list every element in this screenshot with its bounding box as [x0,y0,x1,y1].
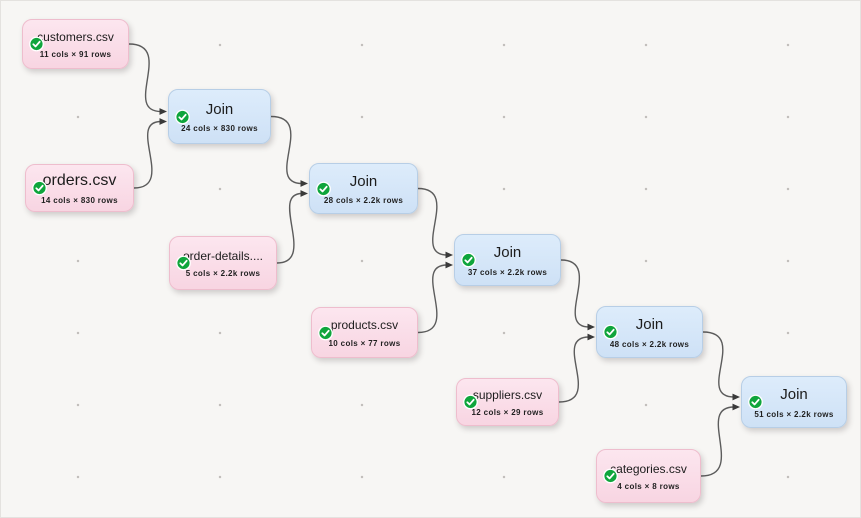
status-ok-icon [32,180,47,196]
node-stats: 14 cols × 830 rows [41,196,118,206]
arrowhead-icon [445,251,453,259]
node-title: products.csv [330,318,399,333]
node-stats: 24 cols × 830 rows [181,124,258,134]
node-suppliers[interactable]: suppliers.csv 12 cols × 29 rows [456,378,559,426]
arrowhead-icon [300,180,308,187]
edge-orders-to-join1 [133,120,162,189]
arrowhead-icon [159,118,167,125]
node-categories[interactable]: categories.csv 4 cols × 8 rows [596,449,701,503]
status-ok-icon [461,252,476,268]
status-ok-icon [316,181,331,196]
status-ok-icon [463,394,478,410]
node-join5[interactable]: Join 51 cols × 2.2k rows [741,376,847,428]
node-title: suppliers.csv [472,387,543,402]
edge-order-details-to-join2 [276,192,303,264]
edge-products-to-join3 [417,264,448,334]
node-join1[interactable]: Join 24 cols × 830 rows [168,89,271,144]
node-title: Join [493,244,522,262]
edge-join3-to-join4 [560,259,590,328]
node-title: Join [635,316,664,334]
status-ok-icon [603,324,618,340]
node-title: Join [349,172,378,190]
arrowhead-icon [732,403,740,411]
edge-categories-to-join5 [700,406,735,477]
arrowhead-icon [587,323,595,331]
edge-join4-to-join5 [702,331,735,398]
node-stats: 48 cols × 2.2k rows [609,339,690,349]
node-products[interactable]: products.csv 10 cols × 77 rows [311,307,418,358]
status-ok-icon [603,468,618,484]
node-orders[interactable]: orders.csv 14 cols × 830 rows [25,164,134,212]
node-stats: 37 cols × 2.2k rows [467,267,548,277]
arrowhead-icon [732,393,740,401]
node-join2[interactable]: Join 28 cols × 2.2k rows [309,163,418,214]
arrowhead-icon [300,190,308,197]
node-title: customers.csv [37,29,114,44]
node-stats: 51 cols × 2.2k rows [754,409,834,419]
node-stats: 11 cols × 91 rows [39,50,112,60]
node-title: categories.csv [610,461,687,476]
node-stats: 28 cols × 2.2k rows [323,196,404,206]
edge-suppliers-to-join4 [558,336,590,403]
edge-join1-to-join2 [270,115,303,185]
node-title: order-details.... [182,248,264,263]
status-ok-icon [748,394,763,410]
node-stats: 12 cols × 29 rows [471,408,544,418]
arrowhead-icon [445,261,453,269]
arrowhead-icon [587,333,595,341]
arrowhead-icon [159,108,167,115]
node-stats: 10 cols × 77 rows [328,338,401,348]
status-ok-icon [175,109,190,124]
node-title: Join [780,386,808,404]
node-title: orders.csv [42,171,117,189]
edge-customers-to-join1 [128,43,162,113]
node-order-details[interactable]: order-details.... 5 cols × 2.2k rows [169,236,277,290]
node-stats: 5 cols × 2.2k rows [185,269,261,279]
node-title: Join [205,100,234,118]
node-customers[interactable]: customers.csv 11 cols × 91 rows [22,19,129,69]
node-join3[interactable]: Join 37 cols × 2.2k rows [454,234,561,286]
status-ok-icon [176,255,191,271]
edge-join2-to-join3 [417,187,448,256]
status-ok-icon [29,36,44,52]
node-join4[interactable]: Join 48 cols × 2.2k rows [596,306,703,358]
node-stats: 4 cols × 8 rows [617,482,680,492]
status-ok-icon [318,325,333,340]
